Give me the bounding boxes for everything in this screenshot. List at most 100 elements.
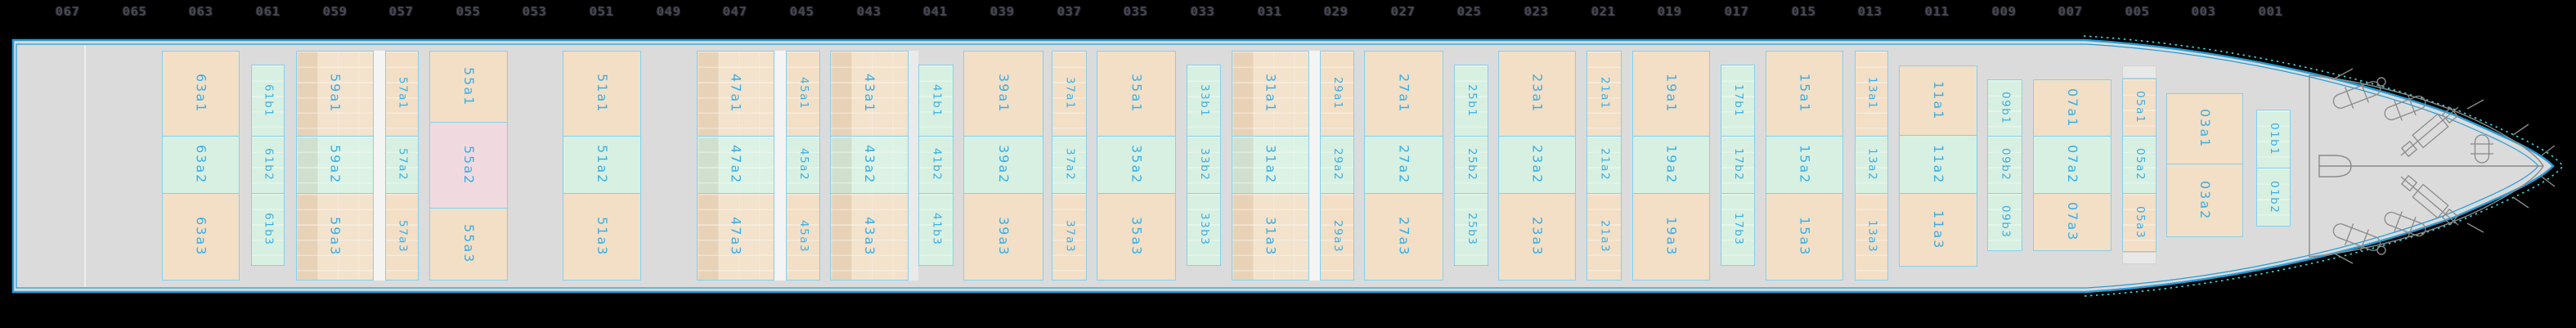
stowage-cell-43a2[interactable]: 43a2: [830, 135, 909, 194]
stowage-cell-13a2[interactable]: 13a2: [1855, 135, 1888, 194]
stowage-cell-45a3[interactable]: 45a3: [786, 192, 820, 281]
stowage-cell-11a1[interactable]: 11a1: [1899, 65, 1977, 136]
stowage-cell-33b1[interactable]: 33b1: [1187, 65, 1221, 137]
stowage-cell-57a3[interactable]: 57a3: [385, 192, 419, 281]
stowage-cell-03a2[interactable]: 03a2: [2166, 163, 2243, 237]
stowage-cell-21a1[interactable]: 21a1: [1586, 51, 1622, 137]
stowage-cell-33b3[interactable]: 33b3: [1187, 192, 1221, 266]
stowage-cell-55a1[interactable]: 55a1: [429, 51, 508, 123]
ruler-number: 021: [1591, 4, 1617, 19]
stowage-cell-05a3[interactable]: 05a3: [2122, 192, 2156, 252]
stowage-cell-51a1[interactable]: 51a1: [563, 51, 641, 137]
stowage-cell-45a2[interactable]: 45a2: [786, 135, 820, 194]
stowage-cell-07a2[interactable]: 07a2: [2033, 135, 2112, 194]
stowage-cell-35a3[interactable]: 35a3: [1097, 192, 1176, 281]
stowage-cell-39a3[interactable]: 39a3: [963, 192, 1043, 281]
stowage-cell-13a1[interactable]: 13a1: [1855, 51, 1888, 137]
stowage-cell-11a3[interactable]: 11a3: [1899, 192, 1977, 267]
stowage-cell-63a1[interactable]: 63a1: [162, 51, 240, 137]
stowage-cell-55a3[interactable]: 55a3: [429, 207, 508, 281]
hatch-gap-strip: [1309, 51, 1320, 281]
cell-label: 11a3: [1931, 209, 1946, 249]
stowage-cell-31a2[interactable]: 31a2: [1232, 135, 1309, 194]
stowage-cell-51a2[interactable]: 51a2: [563, 135, 641, 194]
cell-label: 17b1: [1731, 83, 1745, 118]
stowage-cell-17b2[interactable]: 17b2: [1721, 135, 1755, 194]
stowage-cell-61b3[interactable]: 61b3: [251, 192, 285, 266]
stowage-cell-09b1[interactable]: 09b1: [1987, 79, 2022, 137]
stowage-cell-25b1[interactable]: 25b1: [1454, 65, 1488, 137]
stowage-cell-43a3[interactable]: 43a3: [830, 192, 909, 281]
cell-label: 37a3: [1063, 220, 1077, 254]
stowage-cell-29a3[interactable]: 29a3: [1320, 192, 1354, 281]
stowage-cell-37a2[interactable]: 37a2: [1052, 135, 1087, 194]
stowage-cell-47a2[interactable]: 47a2: [697, 135, 774, 194]
stowage-cell-41b1[interactable]: 41b1: [918, 65, 954, 137]
ruler-number: 045: [789, 4, 815, 19]
stowage-cell-41b3[interactable]: 41b3: [918, 192, 954, 266]
stowage-cell-59a2[interactable]: 59a2: [296, 135, 374, 194]
stowage-cell-25b2[interactable]: 25b2: [1454, 135, 1488, 194]
stowage-cell-15a1[interactable]: 15a1: [1766, 51, 1843, 137]
stowage-cell-55a2[interactable]: 55a2: [429, 121, 508, 209]
stowage-cell-19a1[interactable]: 19a1: [1632, 51, 1710, 137]
stowage-cell-51a3[interactable]: 51a3: [563, 192, 641, 281]
ruler-number: 035: [1123, 4, 1149, 19]
stowage-cell-31a1[interactable]: 31a1: [1232, 51, 1309, 137]
stowage-cell-45a1[interactable]: 45a1: [786, 51, 820, 137]
stowage-cell-27a3[interactable]: 27a3: [1364, 192, 1443, 281]
stowage-cell-33b2[interactable]: 33b2: [1187, 135, 1221, 194]
stowage-cell-29a2[interactable]: 29a2: [1320, 135, 1354, 194]
stowage-cell-03a1[interactable]: 03a1: [2166, 93, 2243, 164]
stowage-cell-15a2[interactable]: 15a2: [1766, 135, 1843, 194]
stowage-cell-25b3[interactable]: 25b3: [1454, 192, 1488, 266]
stowage-cell-05a1[interactable]: 05a1: [2122, 79, 2156, 137]
stowage-cell-11a2[interactable]: 11a2: [1899, 134, 1977, 194]
stowage-cell-39a1[interactable]: 39a1: [963, 51, 1043, 137]
stowage-cell-57a1[interactable]: 57a1: [385, 51, 419, 137]
stowage-cell-61b1[interactable]: 61b1: [251, 65, 285, 137]
stowage-cell-07a3[interactable]: 07a3: [2033, 192, 2112, 251]
windlass-icon: [2384, 211, 2426, 237]
stowage-cell-21a2[interactable]: 21a2: [1586, 135, 1622, 194]
stowage-cell-47a1[interactable]: 47a1: [697, 51, 774, 137]
stowage-cell-13a3[interactable]: 13a3: [1855, 192, 1888, 281]
stowage-cell-07a1[interactable]: 07a1: [2033, 79, 2112, 137]
stowage-cell-37a1[interactable]: 37a1: [1052, 51, 1087, 137]
stowage-cell-23a3[interactable]: 23a3: [1498, 192, 1576, 281]
stowage-cell-09b3[interactable]: 09b3: [1987, 192, 2022, 251]
stowage-cell-09b2[interactable]: 09b2: [1987, 135, 2022, 194]
stowage-cell-19a3[interactable]: 19a3: [1632, 192, 1710, 281]
stowage-cell-01b2[interactable]: 01b2: [2256, 167, 2291, 227]
stowage-cell-27a2[interactable]: 27a2: [1364, 135, 1443, 194]
stowage-cell-63a3[interactable]: 63a3: [162, 192, 240, 281]
stowage-cell-27a1[interactable]: 27a1: [1364, 51, 1443, 137]
stowage-cell-35a1[interactable]: 35a1: [1097, 51, 1176, 137]
cell-label: 15a3: [1797, 217, 1813, 257]
stowage-cell-61b2[interactable]: 61b2: [251, 135, 285, 194]
bay-25b: 25b1 25b2 25b3: [1454, 0, 1488, 328]
stowage-cell-17b3[interactable]: 17b3: [1721, 192, 1755, 266]
stowage-cell-39a2[interactable]: 39a2: [963, 135, 1043, 194]
stowage-cell-31a3[interactable]: 31a3: [1232, 192, 1309, 281]
cell-label: 25b2: [1465, 148, 1479, 182]
stowage-cell-59a1[interactable]: 59a1: [296, 51, 374, 137]
stowage-cell-29a1[interactable]: 29a1: [1320, 51, 1354, 137]
stowage-cell-01b1[interactable]: 01b1: [2256, 110, 2291, 168]
stowage-cell-17b1[interactable]: 17b1: [1721, 65, 1755, 137]
stowage-cell-21a3[interactable]: 21a3: [1586, 192, 1622, 281]
stowage-cell-35a2[interactable]: 35a2: [1097, 135, 1176, 194]
stowage-cell-37a3[interactable]: 37a3: [1052, 192, 1087, 281]
stowage-cell-15a3[interactable]: 15a3: [1766, 192, 1843, 281]
cell-label: 29a1: [1331, 77, 1344, 110]
stowage-cell-47a3[interactable]: 47a3: [697, 192, 774, 281]
stowage-cell-63a2[interactable]: 63a2: [162, 135, 240, 194]
stowage-cell-59a3[interactable]: 59a3: [296, 192, 374, 281]
cell-label: 41b2: [930, 148, 944, 182]
stowage-cell-57a2[interactable]: 57a2: [385, 135, 419, 194]
stowage-cell-41b2[interactable]: 41b2: [918, 135, 954, 194]
